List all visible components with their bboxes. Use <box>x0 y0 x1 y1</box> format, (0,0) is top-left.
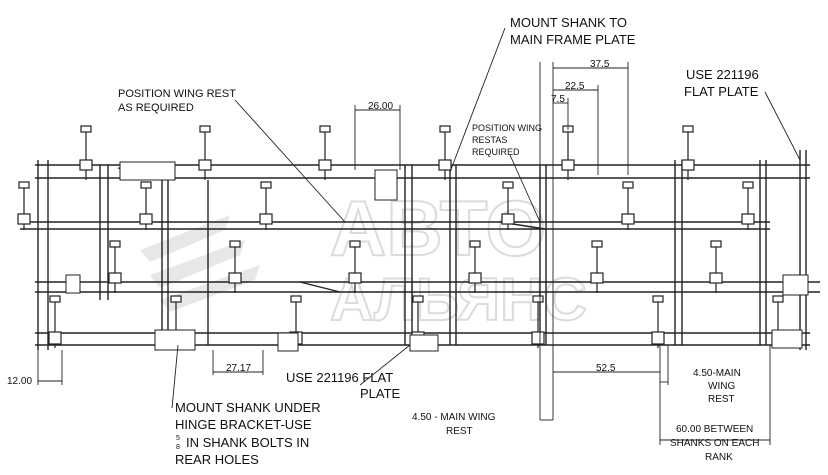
callout-use-flat-plate-bottom-line2: PLATE <box>360 386 401 401</box>
callout-position-wing-rest-small-line3: REQUIRED <box>472 147 520 157</box>
shank <box>531 295 545 348</box>
callout-mount-shank-hinge: MOUNT SHANK UNDER <box>175 400 321 415</box>
callouts: MOUNT SHANK TO MAIN FRAME PLATE USE 2211… <box>118 15 759 467</box>
dimension-lines <box>37 62 771 445</box>
leader-lines <box>171 27 801 409</box>
callout-use-flat-plate-bottom: USE 221196 FLAT <box>286 370 393 385</box>
callout-mount-shank-hinge-line3: IN SHANK BOLTS IN <box>186 435 309 450</box>
callout-main-wing-rest-left: 4.50 - MAIN WING <box>412 412 496 423</box>
callout-position-wing-rest: POSITION WING REST <box>118 88 236 100</box>
dimension-52-5: 52.5 <box>596 363 616 374</box>
shank <box>259 181 273 230</box>
shank <box>17 181 31 230</box>
callout-between-shanks-line2: SHANKS ON EACH <box>670 438 759 449</box>
shank <box>139 181 153 230</box>
callout-mount-shank-main-line2: MAIN FRAME PLATE <box>510 32 636 47</box>
dimension-27-17: 27.17 <box>226 363 251 374</box>
shank <box>501 181 515 230</box>
callout-use-flat-plate-top: USE 221196 <box>686 67 759 82</box>
callout-main-wing-rest-left-line2: REST <box>446 426 473 437</box>
dimension-26-00: 26.00 <box>368 101 393 112</box>
callout-mount-shank-hinge-line2: HINGE BRACKET-USE <box>175 417 312 432</box>
callout-position-wing-rest-small-line2: RESTAS <box>472 135 507 145</box>
callout-main-wing-rest-right: 4.50-MAIN <box>693 368 741 379</box>
shank <box>438 125 452 180</box>
shank <box>709 240 723 293</box>
callout-fraction-denominator: 8 <box>176 444 180 451</box>
shank <box>108 240 122 293</box>
shank <box>590 240 604 293</box>
shank <box>681 125 695 180</box>
callout-between-shanks: 60.00 BETWEEN <box>676 424 753 435</box>
frame-rails <box>20 150 820 350</box>
callout-between-shanks-line3: RANK <box>705 452 733 463</box>
shank <box>318 125 332 180</box>
callout-main-wing-rest-right-line3: REST <box>708 394 735 405</box>
shank <box>348 240 362 293</box>
callout-use-flat-plate-top-line2: FLAT PLATE <box>684 84 759 99</box>
shank <box>198 125 212 180</box>
callout-position-wing-rest-small: POSITION WING <box>472 123 542 133</box>
callout-position-wing-rest-line2: AS REQUIRED <box>118 102 194 114</box>
dimension-22-5: 22.5 <box>565 81 585 92</box>
callout-mount-shank-hinge-line4: REAR HOLES <box>175 452 259 467</box>
dimension-12-00: 12.00 <box>7 376 32 387</box>
callout-mount-shank-main: MOUNT SHANK TO <box>510 15 627 30</box>
shank <box>468 240 482 293</box>
watermark-line1: АВТО <box>330 184 546 272</box>
watermark-line2: АЛЬЯНС <box>330 266 587 333</box>
shank <box>741 181 755 230</box>
shank <box>79 125 93 180</box>
watermark: АВТО АЛЬЯНС <box>140 183 588 334</box>
shank <box>228 240 242 293</box>
shank <box>651 295 665 348</box>
dimension-37-5: 37.5 <box>590 59 610 70</box>
shank <box>561 125 575 180</box>
callout-main-wing-rest-right-line2: WING <box>708 381 735 392</box>
dimension-7-5: 7.5 <box>551 94 565 105</box>
shank <box>48 295 62 348</box>
dimension-values: 37.5 22.5 7.5 26.00 27.17 12.00 52.5 <box>7 59 616 387</box>
shank <box>621 181 635 230</box>
rail-clamps <box>65 161 809 352</box>
callout-fraction-numerator: 5 <box>176 435 180 442</box>
